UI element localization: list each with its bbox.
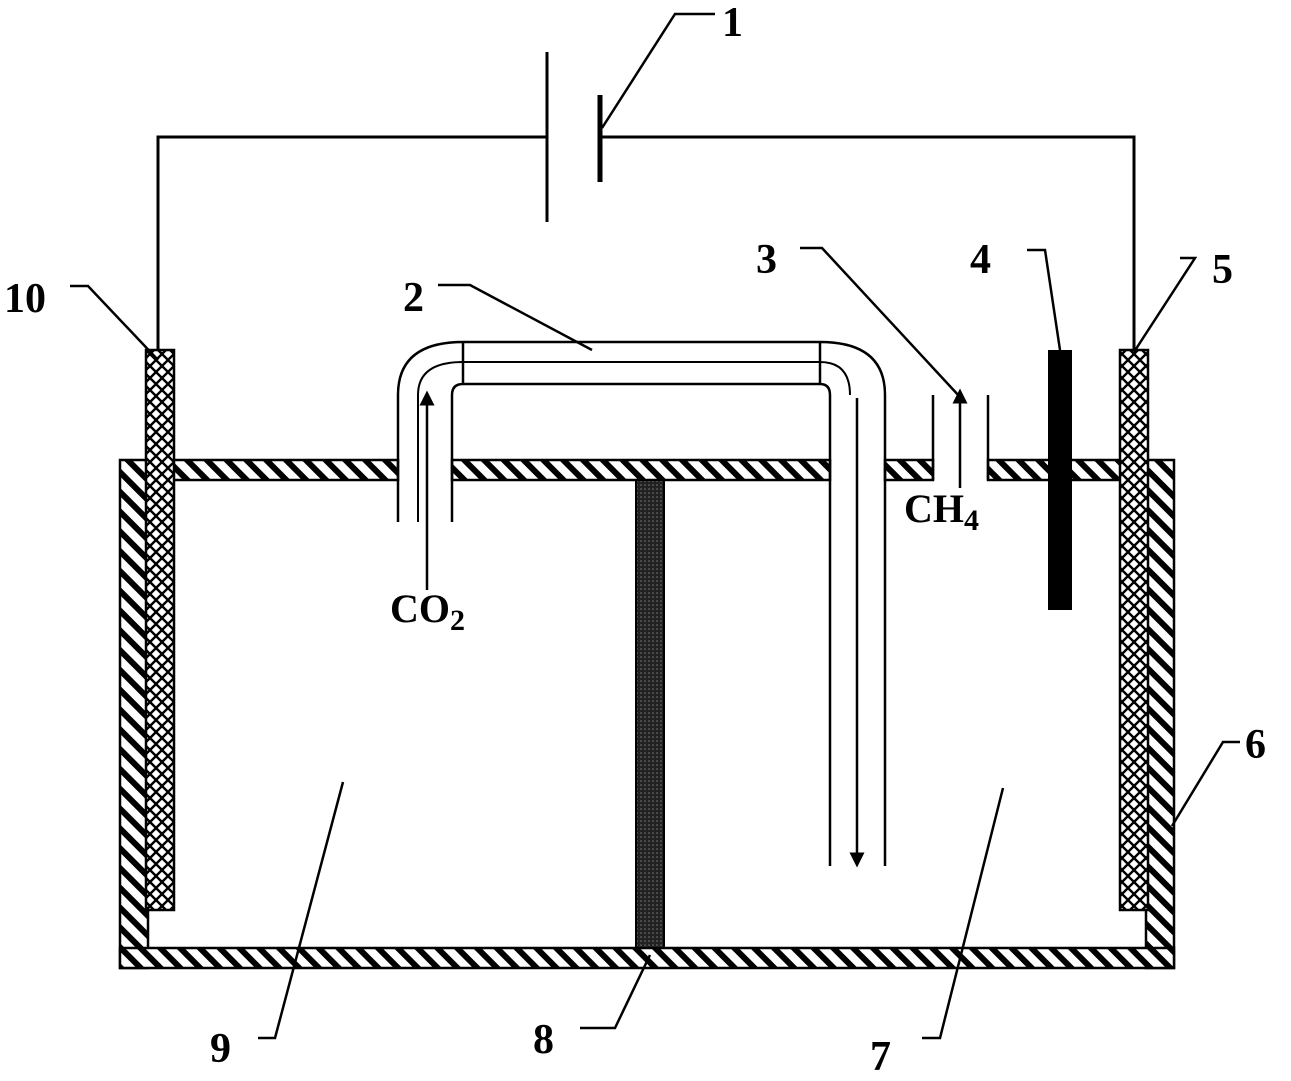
container-wall [118,458,1176,970]
callout-2: 2 [403,275,424,321]
separator-membrane [635,479,665,949]
leader-lines [70,12,1240,1040]
callout-10: 10 [4,276,46,322]
callout-8: 8 [533,1017,554,1063]
anode-electrode [144,348,176,912]
gas-outlet-label: CH4 [904,486,979,537]
cathode-electrode [1118,348,1150,912]
gas-inlet-label: CO2 [390,586,465,637]
power-source-battery [545,52,603,222]
gas-inlet-u-tube [396,340,887,866]
flow-arrows [419,388,968,868]
callout-4: 4 [970,237,991,283]
callout-6: 6 [1245,722,1266,768]
circuit-wires [156,135,1136,350]
callout-3: 3 [756,237,777,283]
callout-1: 1 [722,0,743,46]
callout-5: 5 [1212,247,1233,293]
gas-outlet-pipe [931,395,990,480]
reference-electrode [1048,350,1072,610]
callout-9: 9 [210,1026,231,1072]
callout-7: 7 [870,1034,891,1080]
